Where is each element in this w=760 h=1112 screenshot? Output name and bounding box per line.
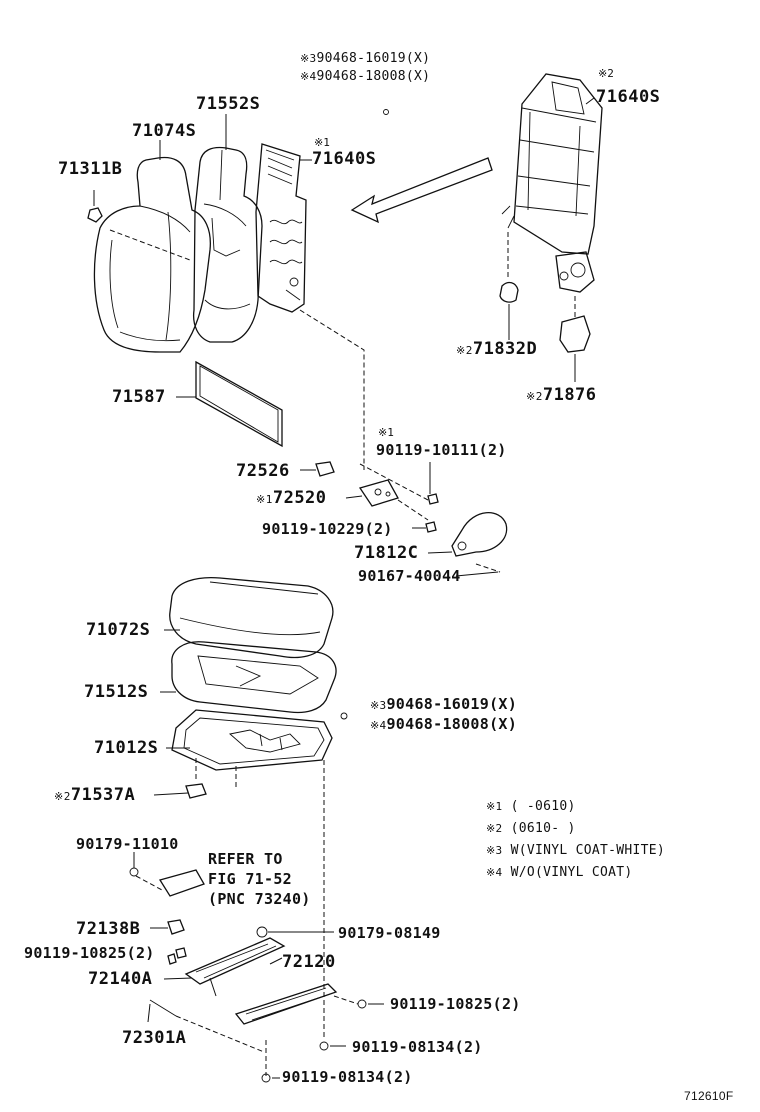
label-90167-40044: 90167-40044 xyxy=(358,567,461,585)
label-71311b: 71311B xyxy=(58,159,123,179)
label-71587: 71587 xyxy=(112,387,166,407)
label-90119-10229: 90119-10229(2) xyxy=(262,520,393,538)
label-72526: 72526 xyxy=(236,461,290,481)
mark-4-mid: ※4 xyxy=(370,719,387,732)
seatback-frame-left-shape xyxy=(255,143,307,313)
label-71012s: 71012S xyxy=(94,738,159,758)
legend-mark-1: ※1 xyxy=(486,800,503,813)
label-71640s-left: 71640S xyxy=(312,149,377,169)
label-90119-10825-left: 90119-10825(2) xyxy=(24,944,155,962)
label-90179-08149: 90179-08149 xyxy=(338,924,441,942)
label-90119-10825-right: 90119-10825(2) xyxy=(390,995,521,1013)
refer-line-1: REFER TO xyxy=(208,850,283,868)
label-90119-10111: 90119-10111(2) xyxy=(376,441,507,459)
refer-line-3: (PNC 73240) xyxy=(208,890,311,908)
label-72520-text: 72520 xyxy=(272,488,327,508)
top-note-4-text: 90468-18008(X) xyxy=(316,69,431,84)
mark-1-72520: ※1 xyxy=(256,493,273,506)
hinge-72520-shape xyxy=(358,479,399,507)
legend-text-4: W/O(VINYL COAT) xyxy=(510,865,633,880)
cover-71876-shape xyxy=(559,315,591,353)
legend-item-4: ※4 W/O(VINYL COAT) xyxy=(486,866,633,879)
seatback-pad-shape xyxy=(192,146,263,343)
label-72120: 72120 xyxy=(282,952,336,972)
legend-text-2: (0610- ) xyxy=(510,821,576,836)
mid-note-4-text: 90468-18008(X) xyxy=(386,715,518,733)
label-71876: ※271876 xyxy=(526,387,597,404)
cover-71832d-shape xyxy=(499,281,519,303)
label-71832d-text: 71832D xyxy=(472,339,538,359)
label-90119-08134-right: 90119-08134(2) xyxy=(352,1038,483,1056)
mark-3-mid: ※3 xyxy=(370,699,387,712)
top-note-4: ※490468-18008(X) xyxy=(300,70,430,83)
label-71876-text: 71876 xyxy=(542,385,597,405)
assembly-arrow xyxy=(350,157,493,224)
mark-2-71537a: ※2 xyxy=(54,790,71,803)
cushion-cover-shape xyxy=(169,576,334,659)
cap-71537a-shape xyxy=(185,783,207,799)
label-71552s: 71552S xyxy=(196,94,261,114)
spring-72301a-shape xyxy=(149,999,177,1017)
label-72520: ※172520 xyxy=(256,490,327,507)
mark-1-90119-10111: ※1 xyxy=(378,426,394,439)
mark-3: ※3 xyxy=(300,52,317,65)
mark-2-71832d: ※2 xyxy=(456,344,473,357)
label-71512s: 71512S xyxy=(84,682,149,702)
legend-mark-4: ※4 xyxy=(486,866,503,879)
legend-text-1: ( -0610) xyxy=(510,799,576,814)
refer-line-2: FIG 71-52 xyxy=(208,870,292,888)
label-72140a: 72140A xyxy=(88,969,153,989)
pad-71587-shape xyxy=(195,360,283,448)
top-note-3-text: 90468-16019(X) xyxy=(316,51,431,66)
label-72138b: 72138B xyxy=(76,919,141,939)
label-71537a-text: 71537A xyxy=(70,785,136,805)
label-71812c: 71812C xyxy=(354,543,419,563)
legend-text-3: W(VINYL COAT-WHITE) xyxy=(510,843,666,858)
label-71072s: 71072S xyxy=(86,620,151,640)
cushion-frame-shape xyxy=(171,709,333,771)
legend-mark-3: ※3 xyxy=(486,844,503,857)
mark-2-71876: ※2 xyxy=(526,390,543,403)
label-72301a: 72301A xyxy=(122,1028,187,1048)
label-71537a: ※271537A xyxy=(54,787,135,804)
mid-note-3: ※390468-16019(X) xyxy=(370,697,517,712)
bolt-90179-11010-shape xyxy=(129,867,139,877)
mid-note-4: ※490468-18008(X) xyxy=(370,717,517,732)
legend-mark-2: ※2 xyxy=(486,822,503,835)
seatback-frame-right-shape xyxy=(501,73,603,318)
mark-1-left-frame: ※1 xyxy=(314,136,330,149)
mid-note-3-text: 90468-16019(X) xyxy=(386,695,518,713)
rail-72120-shape xyxy=(184,937,338,1025)
seatback-cover-shape xyxy=(93,156,211,353)
label-90119-08134-bottom: 90119-08134(2) xyxy=(282,1068,413,1086)
top-note-3: ※390468-16019(X) xyxy=(300,52,430,65)
label-90179-11010: 90179-11010 xyxy=(76,835,179,853)
buckle-shape xyxy=(158,869,205,897)
clip-71311b-shape xyxy=(87,207,103,223)
legend-item-2: ※2 (0610- ) xyxy=(486,822,576,835)
label-71832d: ※271832D xyxy=(456,341,537,358)
label-71074s: 71074S xyxy=(132,121,197,141)
mark-4: ※4 xyxy=(300,70,317,83)
label-71640s-right: 71640S xyxy=(596,87,661,107)
legend-item-3: ※3 W(VINYL COAT-WHITE) xyxy=(486,844,665,857)
cushion-pad-shape xyxy=(171,641,337,714)
cover-72526-shape xyxy=(315,461,335,477)
legend-item-1: ※1 ( -0610) xyxy=(486,800,576,813)
cover-72138b-shape xyxy=(167,919,185,935)
figure-code: 712610F xyxy=(684,1089,734,1103)
knob-71812c-shape xyxy=(451,512,508,557)
mark-2-right-frame: ※2 xyxy=(598,67,614,80)
